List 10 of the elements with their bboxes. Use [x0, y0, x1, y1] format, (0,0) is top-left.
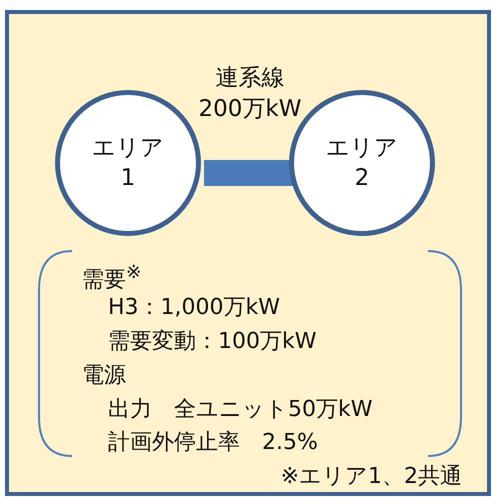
spec-text: 需要変動：100万kW [108, 328, 316, 356]
frame-box [5, 10, 491, 496]
bracket-box [38, 250, 462, 457]
spec-text: 需要$^{※}$ [82, 261, 142, 294]
spec-text: 電源 [82, 362, 126, 390]
spec-text: H3：1,000万kW [108, 294, 280, 322]
area-circle: エリア1 [55, 90, 201, 236]
spec-text: 計画外停止率 2.5% [108, 429, 318, 457]
footnote-text: ※エリア1、2共通 [280, 463, 462, 491]
spec-text: 出力 全ユニット50万kW [108, 396, 372, 424]
